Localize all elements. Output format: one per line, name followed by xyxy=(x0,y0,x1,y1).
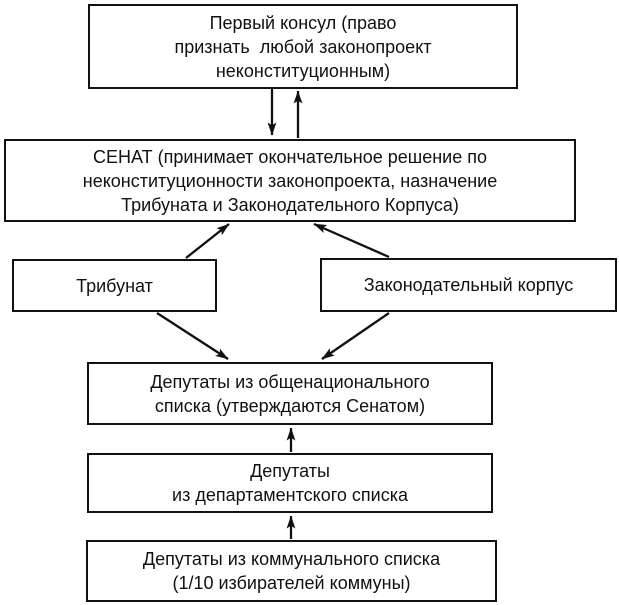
box-deputies-national-list-line: списка (утверждаются Сенатом) xyxy=(154,395,426,416)
arrow-legislative-to-senate xyxy=(313,222,390,259)
box-tribunate-line: Трибунат xyxy=(76,275,153,296)
arrow-legislative-to-deputies-national xyxy=(321,312,390,360)
box-first-consul-line: Первый консул (право xyxy=(209,12,397,33)
box-first-consul: Первый консул (право признать любой зако… xyxy=(88,4,518,89)
arrow-tribunate-to-senate xyxy=(185,223,230,259)
box-senate: СЕНАТ (принимает окончательное решение п… xyxy=(4,139,576,222)
box-deputies-national-list: Депутаты из общенационального списка (ут… xyxy=(87,362,493,425)
box-deputies-departmental-list: Депутаты из департаментского списка xyxy=(87,453,493,513)
box-senate-line: Трибуната и Законодательного Корпуса) xyxy=(121,194,459,215)
box-deputies-national-list-line: Депутаты из общенационального xyxy=(150,371,430,392)
box-legislative-corps: Законодательный корпус xyxy=(320,258,617,312)
box-deputies-communal-list: Депутаты из коммунального списка (1/10 и… xyxy=(86,540,497,602)
box-deputies-departmental-list-line: из департаментского списка xyxy=(172,485,408,505)
box-legislative-corps-line: Законодательный корпус xyxy=(363,275,574,295)
arrow-tribunate-to-deputies-national xyxy=(156,312,229,360)
box-deputies-communal-list-line: (1/10 избирателей коммуны) xyxy=(172,573,411,593)
box-senate-line: СЕНАТ (принимает окончательное решение п… xyxy=(92,146,487,167)
box-deputies-departmental-list-line: Депутаты xyxy=(250,461,330,481)
box-senate-line: неконституционности законопроекта, назна… xyxy=(82,170,498,191)
box-first-consul-line: признать любой законопроект xyxy=(174,36,432,57)
box-deputies-communal-list-line: Депутаты из коммунального списка xyxy=(142,549,441,569)
box-tribunate: Трибунат xyxy=(12,259,217,312)
box-first-consul-line: неконституционным) xyxy=(215,60,391,81)
